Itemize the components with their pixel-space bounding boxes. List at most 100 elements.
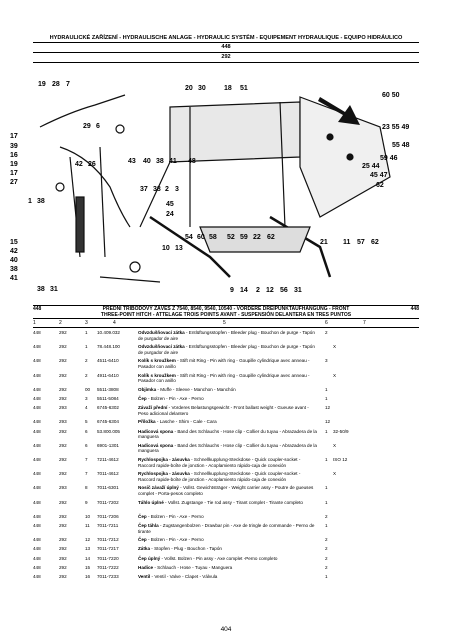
cell-description: Objímka - Muffe - Sleeve - Manchon - Man… bbox=[138, 387, 318, 393]
subgroup-number: 292 bbox=[221, 54, 231, 60]
callout: 40 bbox=[143, 158, 151, 165]
callout: 15 bbox=[10, 239, 18, 246]
part-name: Ventil bbox=[138, 574, 151, 579]
cell-position: 00 bbox=[85, 386, 91, 392]
cell-description: Rychlospojka - zásuvka - Schnellkupplung… bbox=[138, 471, 318, 482]
hose-line bbox=[59, 146, 131, 228]
part-name: Rychlospojka - zásuvka bbox=[138, 471, 190, 477]
part-name: Odvzdušňovací zátka bbox=[138, 344, 185, 350]
callout: 13 bbox=[175, 245, 183, 252]
cell-quantity: 2 bbox=[325, 564, 328, 570]
cell-part-number: 7011-7233 bbox=[97, 574, 119, 579]
cell-group: 448 bbox=[33, 546, 41, 552]
weight-carrier bbox=[199, 226, 311, 253]
cell-part-number: 7011-7220 bbox=[97, 555, 119, 561]
cell-part-number: 7011-7211 bbox=[97, 523, 119, 528]
cell-group: 448 bbox=[33, 457, 41, 462]
callout: 17 bbox=[10, 133, 18, 140]
callout: 2 bbox=[256, 287, 260, 294]
callout: 19 bbox=[38, 81, 46, 88]
callout: 41 bbox=[169, 158, 177, 165]
cell-note: 32-50/9 bbox=[333, 428, 349, 434]
column-header: 6 bbox=[325, 320, 328, 326]
callout: 19 bbox=[10, 161, 18, 168]
callout: 18 bbox=[224, 85, 232, 92]
cell-part-number: 7011-7206 bbox=[97, 513, 119, 519]
cell-subgroup: 293 bbox=[59, 485, 67, 491]
callout: 56 bbox=[280, 287, 288, 294]
cell-quantity: 1 bbox=[325, 499, 328, 505]
cell-description: Hadicová spona - Band des Schlauchs - Ho… bbox=[138, 429, 318, 440]
cell-group: 448 bbox=[33, 523, 41, 528]
cell-subgroup: 292 bbox=[59, 396, 67, 401]
cell-note: X bbox=[333, 442, 337, 448]
cell-part-number: 4911-6410 bbox=[97, 372, 119, 378]
cell-subgroup: 292 bbox=[59, 442, 67, 448]
direction-arrow-icon bbox=[318, 97, 360, 125]
callout: 52 bbox=[227, 234, 235, 241]
cell-part-number: 6745-6304 bbox=[97, 419, 119, 425]
part-description: - Bolzen - Pin - Axe - Perno bbox=[146, 537, 204, 543]
header-rule bbox=[33, 42, 419, 43]
part-name: Zátka bbox=[138, 546, 151, 552]
lower-arm bbox=[149, 215, 231, 278]
cell-group: 448 bbox=[33, 386, 41, 392]
cell-part-number: 78.448.100 bbox=[97, 344, 120, 350]
header-rule bbox=[33, 52, 419, 53]
part-name: Závaží přední bbox=[138, 405, 168, 411]
cylinder-body bbox=[75, 196, 85, 253]
part-description: - Entlüftungsstopfen - Bleeder plug - Bo… bbox=[138, 344, 315, 355]
section-rule bbox=[33, 318, 419, 319]
cell-description: Hadice - Schlauch - Hose - Tuyau - Mangu… bbox=[138, 565, 318, 571]
part-description: - Vollst. Bolzen - Pin assy - Axe comple… bbox=[160, 555, 278, 561]
cell-subgroup: 292 bbox=[59, 564, 67, 570]
cell-description: Odvzdušňovací zátka - Entlüftungsstopfen… bbox=[138, 344, 318, 355]
callout: 20 bbox=[185, 85, 193, 92]
cell-position: 2 bbox=[85, 358, 88, 364]
cell-part-number: 7011-7217 bbox=[97, 546, 119, 552]
column-header: 2 bbox=[59, 320, 62, 326]
cell-description: Příložka - Lasche - Shim - Cale - Cara bbox=[138, 419, 318, 425]
cell-position: 7 bbox=[85, 457, 88, 462]
cell-group: 448 bbox=[33, 405, 41, 411]
callout: 7 bbox=[66, 81, 70, 88]
part-description: - Stift mit Ring - Pin with ring - Goupi… bbox=[138, 358, 310, 369]
part-description: - Ventil - Valve - Clapet - Válvula bbox=[150, 574, 218, 579]
callout: 23 55 49 bbox=[382, 124, 409, 131]
section-code-right: 448 bbox=[410, 306, 419, 312]
part-name: Odvzdušňovací zátka bbox=[138, 330, 185, 335]
part-name: Rychlospojka - zásuvka bbox=[138, 457, 190, 462]
cell-description: Nosič závaží úplný - Vollst. Gewichtsträ… bbox=[138, 485, 318, 496]
cell-subgroup: 292 bbox=[59, 513, 67, 519]
cell-position: 1 bbox=[85, 330, 88, 335]
section-title-line-2: THREE-POINT HITCH - ATTELAGE TROIS POINT… bbox=[100, 312, 352, 318]
cell-subgroup: 293 bbox=[59, 419, 67, 425]
cell-group: 448 bbox=[33, 499, 41, 505]
cell-group: 448 bbox=[33, 419, 41, 425]
part-name: Příložka bbox=[138, 419, 156, 425]
callout: 55 48 bbox=[392, 142, 410, 149]
cell-quantity: 12 bbox=[325, 419, 331, 425]
side-plate bbox=[299, 96, 391, 218]
callout: 27 bbox=[10, 179, 18, 186]
cell-part-number: 53.800.005 bbox=[97, 428, 120, 434]
cell-position: 10 bbox=[85, 513, 91, 519]
callout: 48 bbox=[188, 158, 196, 165]
cell-group: 448 bbox=[33, 513, 41, 519]
cell-position: 3 bbox=[85, 396, 88, 401]
callout: 16 bbox=[10, 152, 18, 159]
cell-quantity: 1 bbox=[325, 386, 328, 392]
hose-line bbox=[39, 94, 126, 128]
cell-subgroup: 292 bbox=[59, 499, 67, 505]
group-number: 448 bbox=[221, 44, 231, 50]
part-name: Hadicová spona bbox=[138, 442, 174, 448]
column-header: 3 bbox=[85, 320, 88, 326]
